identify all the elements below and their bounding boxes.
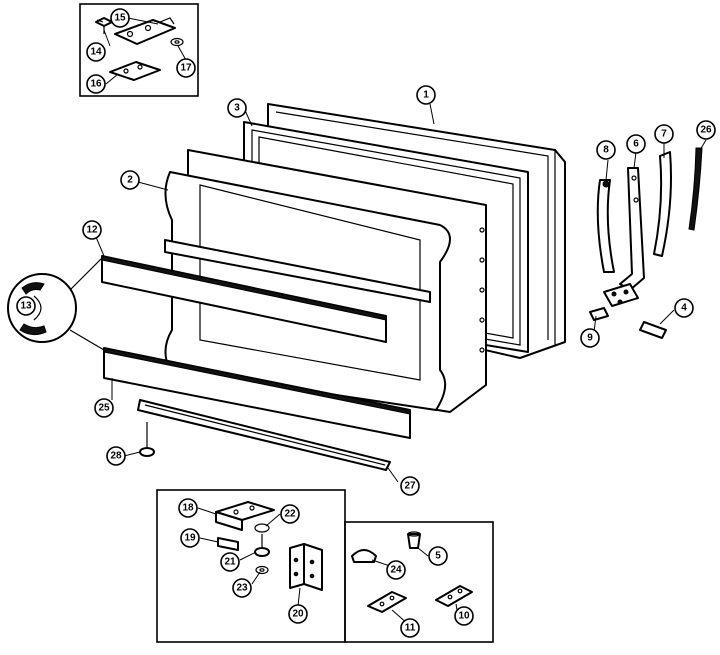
trim-strip (137, 399, 391, 471)
lower-door-shelf (103, 347, 411, 439)
callout-label: 16 (90, 79, 102, 90)
handle-assembly (589, 147, 703, 339)
callout-label: 15 (114, 13, 126, 24)
callout-3: 3 (227, 98, 247, 118)
callout-label: 7 (661, 129, 667, 140)
callout-label: 25 (98, 403, 110, 414)
callout-24: 24 (386, 560, 406, 580)
detail-magnifier (7, 257, 105, 351)
inset-box-bottom-right (344, 521, 494, 643)
callout-20: 20 (288, 604, 308, 624)
leader-lines (26, 17, 707, 625)
callout-2: 2 (120, 170, 140, 190)
callout-label: 5 (435, 551, 441, 562)
callout-9: 9 (580, 328, 600, 348)
callout-label: 4 (681, 303, 687, 314)
callout-label: 12 (86, 225, 98, 236)
screw-28 (139, 422, 155, 457)
callout-12: 12 (82, 220, 102, 240)
inset-box-top-left (79, 3, 199, 97)
callout-label: 17 (180, 63, 192, 74)
callout-label: 19 (184, 533, 196, 544)
callout-14: 14 (86, 42, 106, 62)
callout-17: 17 (176, 58, 196, 78)
callout-label: 13 (20, 301, 32, 312)
callout-11: 11 (400, 618, 420, 638)
callout-label: 28 (110, 451, 122, 462)
callout-label: 21 (224, 557, 236, 568)
callout-10: 10 (454, 606, 474, 626)
door-shelf-bar (101, 255, 387, 343)
callout-15: 15 (110, 8, 130, 28)
callout-18: 18 (178, 498, 198, 518)
callout-21: 21 (220, 552, 240, 572)
callout-label: 23 (236, 583, 248, 594)
callout-label: 1 (423, 90, 429, 101)
inner-door-liner (164, 149, 487, 413)
callout-5: 5 (428, 546, 448, 566)
callout-8: 8 (596, 140, 616, 160)
callout-label: 20 (292, 609, 304, 620)
callout-label: 22 (284, 509, 296, 520)
callout-23: 23 (232, 578, 252, 598)
callout-7: 7 (654, 124, 674, 144)
callout-label: 11 (405, 623, 416, 634)
callout-19: 19 (180, 528, 200, 548)
callout-label: 18 (182, 503, 194, 514)
callout-27: 27 (400, 476, 420, 496)
callout-label: 24 (390, 565, 402, 576)
callout-28: 28 (106, 446, 126, 466)
callout-label: 10 (458, 611, 470, 622)
callout-4: 4 (674, 298, 694, 318)
callout-22: 22 (280, 504, 300, 524)
callout-16: 16 (86, 74, 106, 94)
callout-label: 26 (700, 125, 712, 136)
callout-26: 26 (696, 120, 716, 140)
callout-13: 13 (16, 296, 36, 316)
callout-label: 6 (633, 139, 639, 150)
callout-label: 8 (603, 145, 609, 156)
callout-25: 25 (94, 398, 114, 418)
callout-1: 1 (416, 85, 436, 105)
callout-label: 3 (234, 103, 240, 114)
callout-label: 14 (90, 47, 102, 58)
callout-6: 6 (626, 134, 646, 154)
callout-label: 9 (587, 333, 593, 344)
callout-label: 2 (127, 175, 133, 186)
callout-label: 27 (404, 481, 416, 492)
